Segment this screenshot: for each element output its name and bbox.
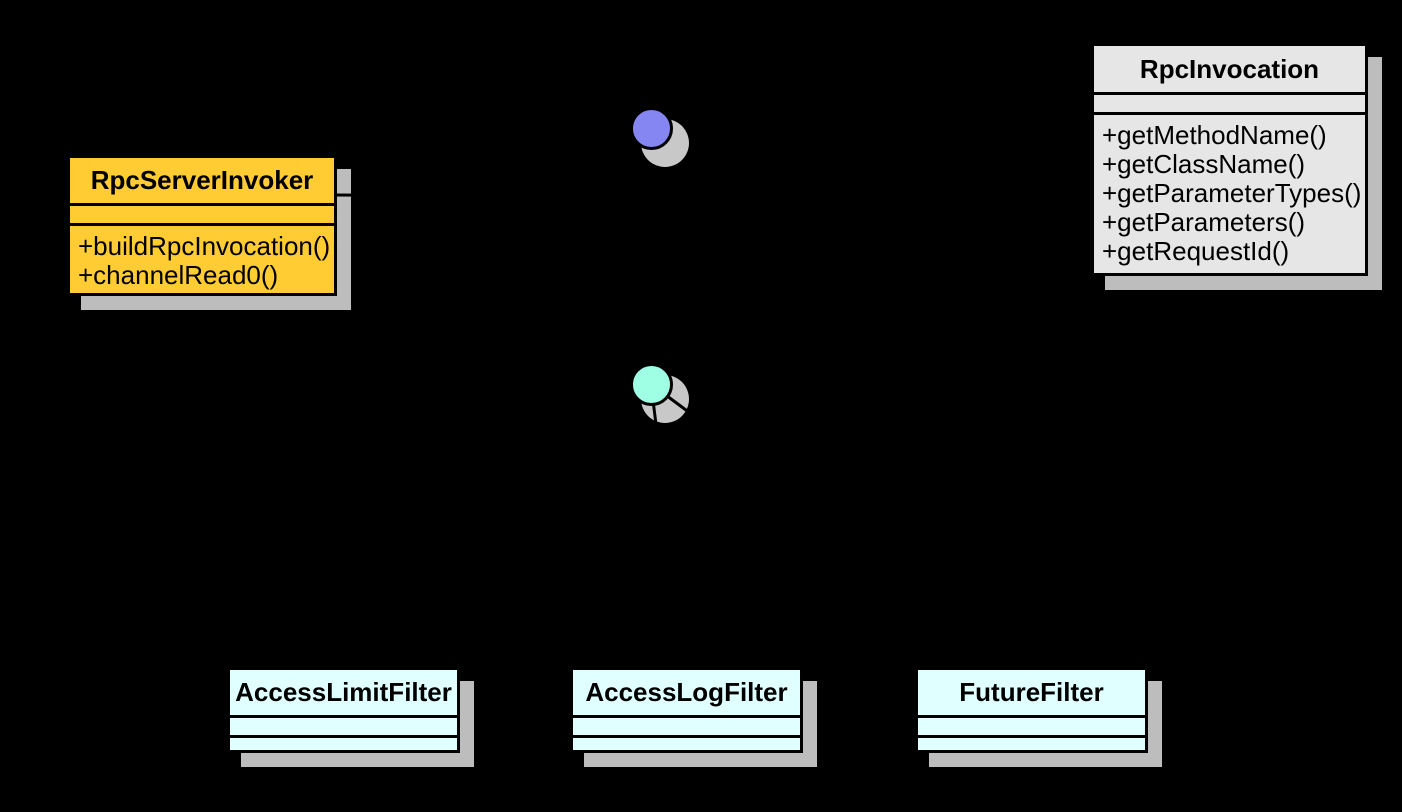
method-item: +buildRpcInvocation() <box>78 231 331 261</box>
attributes-compartment <box>70 203 334 223</box>
class-accesslogfilter: AccessLogFilter <box>570 667 803 753</box>
method-item: +channelRead0() <box>78 260 279 290</box>
attributes-compartment <box>1094 92 1365 112</box>
class-title: RpcInvocation <box>1139 53 1320 84</box>
interface-lollipop-bottom <box>630 363 673 406</box>
attributes-compartment <box>230 715 457 735</box>
method-item: +getParameters() <box>1102 207 1306 237</box>
method-item: +getClassName() <box>1102 149 1306 179</box>
class-rpcserverinvoker: RpcServerInvoker +buildRpcInvocation() +… <box>67 155 337 296</box>
class-title: FutureFilter <box>959 677 1104 707</box>
class-title: AccessLimitFilter <box>235 677 452 707</box>
methods-compartment: +buildRpcInvocation() +channelRead0() <box>70 223 334 293</box>
class-accesslimitfilter: AccessLimitFilter <box>227 667 460 753</box>
line-rpcserverinvoker-to-rpcinvocation <box>335 193 1088 201</box>
attributes-compartment <box>573 715 800 735</box>
interface-lollipop-top <box>630 107 673 150</box>
class-title: AccessLogFilter <box>585 677 788 707</box>
method-item: +getRequestId() <box>1102 236 1290 266</box>
methods-compartment: +getMethodName() +getClassName() +getPar… <box>1094 112 1365 273</box>
line-rpcserverinvoker-to-top-lollipop <box>319 126 652 158</box>
dependency-arrowhead <box>1068 188 1091 210</box>
line-bottom-lollipop-to-futurefilter <box>650 382 1032 669</box>
class-futurefilter: FutureFilter <box>915 667 1148 753</box>
class-title: RpcServerInvoker <box>90 165 314 195</box>
method-item: +getMethodName() <box>1102 120 1327 150</box>
methods-compartment <box>573 735 800 750</box>
method-item: +getParameterTypes() <box>1102 178 1362 208</box>
methods-compartment <box>230 735 457 750</box>
methods-compartment <box>918 735 1145 750</box>
attributes-compartment <box>918 715 1145 735</box>
line-bottom-lollipop-to-accesslimitfilter <box>341 382 653 669</box>
line-bottom-lollipop-to-accesslogfilter <box>649 383 688 668</box>
class-rpcinvocation: RpcInvocation +getMethodName() +getClass… <box>1091 43 1368 276</box>
